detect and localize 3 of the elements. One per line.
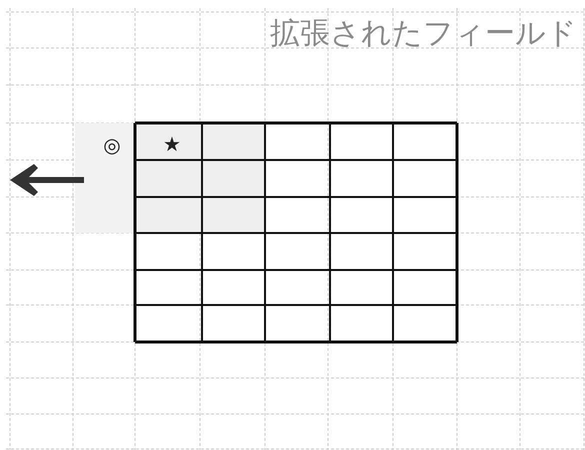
symbol-label: ◎ (103, 135, 121, 155)
symbol-label: ★ (163, 134, 181, 154)
title: 拡張されたフィールド (270, 16, 577, 52)
